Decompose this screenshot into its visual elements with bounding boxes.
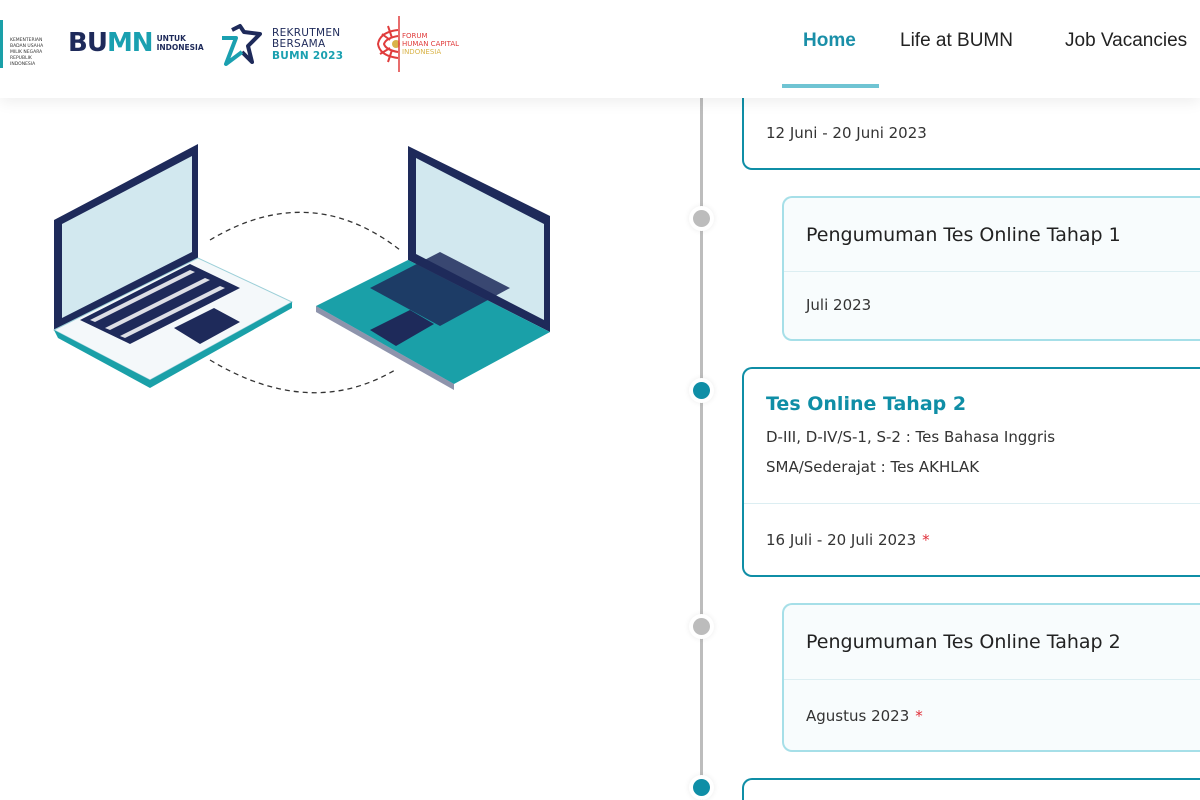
card-title: Pengumuman Tes Online Tahap 2	[806, 631, 1121, 653]
active-nav-indicator	[782, 84, 879, 88]
card-date: Juli 2023	[806, 296, 872, 314]
nav-home[interactable]: Home	[803, 30, 856, 51]
nav-life-at-bumn[interactable]: Life at BUMN	[900, 30, 1013, 51]
card-detail: D-III, D-IV/S-1, S-2 : Tes Bahasa Inggri…	[766, 428, 1056, 446]
logo-text: KEMENTERIAN BADAN USAHA MILIK NEGARA REP…	[10, 38, 44, 67]
nav-job-vacancies[interactable]: Job Vacancies	[1065, 30, 1188, 51]
logo-mark	[0, 20, 3, 68]
logo-text: BERSAMA	[272, 38, 326, 51]
logo-text: FORUM	[402, 32, 428, 40]
star-icon	[222, 24, 262, 66]
timeline-dot-active	[689, 378, 714, 403]
logo-text: BU	[68, 28, 108, 58]
logo-text: UNTUK	[156, 34, 186, 43]
timeline-dot	[689, 614, 714, 639]
flower-icon	[376, 16, 400, 72]
header: KEMENTERIAN BADAN USAHA MILIK NEGARA REP…	[0, 0, 1200, 98]
logo-text: HUMAN CAPITAL	[402, 40, 460, 48]
laptops-illustration	[52, 144, 550, 394]
logo-text: MN	[106, 28, 154, 58]
card-date: 16 Juli - 20 Juli 2023	[766, 531, 917, 549]
logo-text: INDONESIA	[402, 48, 442, 56]
timeline-line	[700, 98, 703, 800]
divider	[744, 503, 1200, 504]
required-asterisk: *	[922, 531, 930, 549]
logo-text: BUMN 2023	[272, 49, 344, 62]
divider	[784, 679, 1200, 680]
timeline-card: Pengumuman Tes Online Tahap 1 Juli 2023	[782, 196, 1200, 341]
card-title: Tes Online Tahap 2	[766, 393, 967, 415]
timeline-card	[742, 778, 1200, 800]
required-asterisk: *	[915, 707, 923, 725]
card-title: Pengumuman Tes Online Tahap 1	[806, 224, 1121, 246]
divider	[784, 271, 1200, 272]
logo-text: INDONESIA	[156, 43, 204, 52]
card-date: Agustus 2023	[806, 707, 910, 725]
logo-text: REKRUTMEN	[272, 26, 341, 39]
card-date: 12 Juni - 20 Juni 2023	[766, 124, 927, 142]
timeline-dot-active	[689, 775, 714, 800]
card-detail: SMA/Sederajat : Tes AKHLAK	[766, 458, 980, 476]
timeline-card: Tes Online Tahap 2 D-III, D-IV/S-1, S-2 …	[742, 367, 1200, 577]
timeline-card: Pengumuman Tes Online Tahap 2 Agustus 20…	[782, 603, 1200, 752]
timeline-dot	[689, 206, 714, 231]
